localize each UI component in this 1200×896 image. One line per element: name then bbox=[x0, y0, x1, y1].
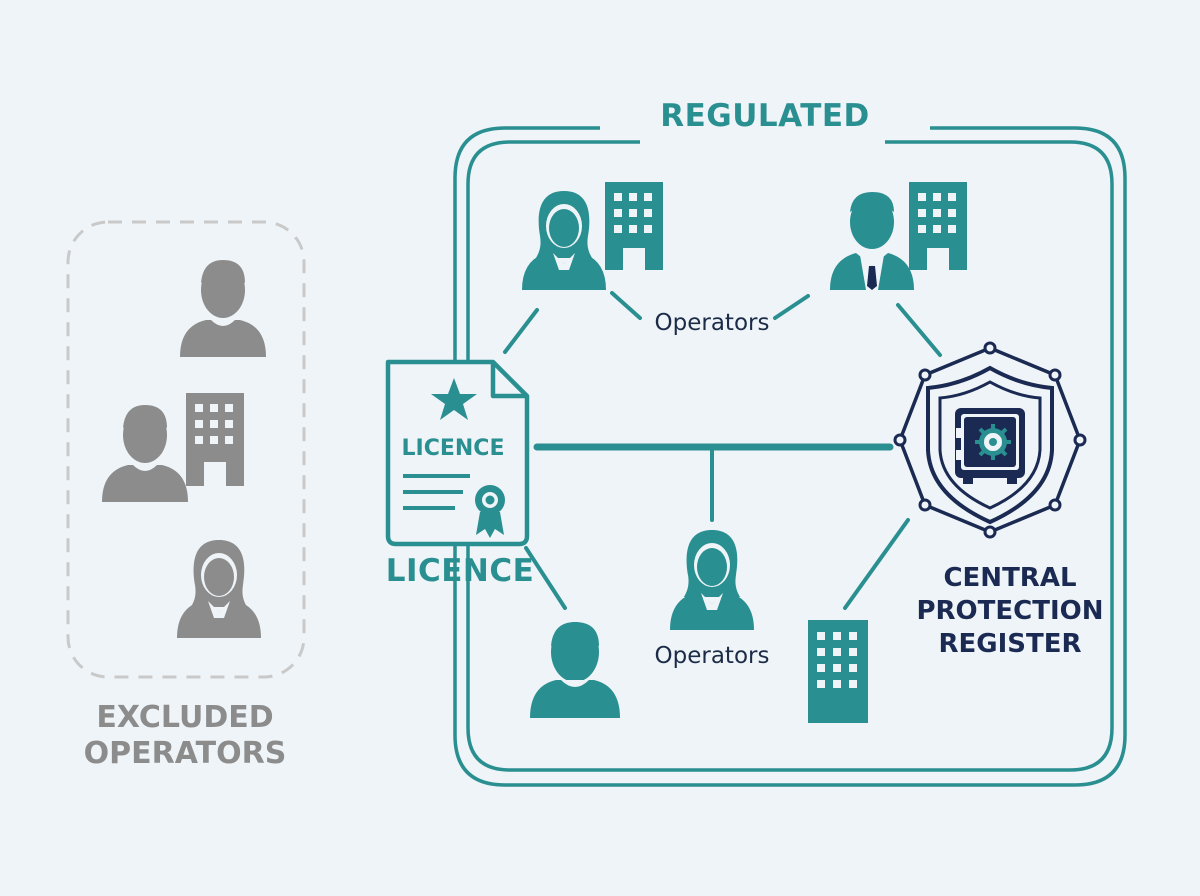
licence-label: LICENCE bbox=[385, 553, 535, 589]
excluded-operators-label: EXCLUDED OPERATORS bbox=[60, 700, 310, 772]
shield-safe-icon bbox=[893, 341, 1087, 539]
building-icon bbox=[909, 182, 967, 270]
line-top-right-to-register bbox=[896, 303, 942, 357]
central-protection-register-label: CENTRAL PROTECTION REGISTER bbox=[890, 562, 1130, 661]
register-label-line-2: PROTECTION bbox=[916, 596, 1104, 626]
line-licence-to-bottom-person bbox=[524, 546, 567, 610]
operators-bottom-label: Operators bbox=[654, 643, 770, 669]
person-male-icon bbox=[102, 405, 188, 502]
register-label-line-3: REGISTER bbox=[938, 629, 1082, 659]
person-female-icon bbox=[177, 540, 261, 638]
line-operators-to-top-right bbox=[773, 294, 810, 320]
person-male-icon bbox=[180, 260, 266, 357]
regulated-title: REGULATED bbox=[600, 98, 930, 134]
regulated-frame bbox=[453, 126, 1127, 787]
person-male-icon bbox=[830, 192, 914, 290]
building-icon bbox=[186, 393, 244, 486]
connector-lines bbox=[503, 291, 942, 610]
person-female-icon bbox=[522, 191, 606, 290]
operators-top-label: Operators bbox=[654, 310, 770, 336]
licence-document-icon bbox=[385, 359, 530, 547]
excluded-label-line-2: OPERATORS bbox=[83, 736, 287, 771]
building-icon bbox=[808, 620, 868, 723]
line-top-left-to-licence bbox=[503, 308, 539, 354]
register-label-line-1: CENTRAL bbox=[943, 563, 1077, 593]
line-register-to-bottom-building bbox=[843, 518, 910, 610]
person-male-icon bbox=[530, 622, 620, 718]
excluded-dashed-box bbox=[66, 220, 306, 679]
building-icon bbox=[605, 182, 663, 270]
line-top-left-to-operators bbox=[610, 291, 642, 320]
excluded-label-line-1: EXCLUDED bbox=[96, 700, 274, 735]
licence-document-text: LICENCE bbox=[401, 436, 505, 461]
person-female-icon bbox=[670, 530, 754, 630]
